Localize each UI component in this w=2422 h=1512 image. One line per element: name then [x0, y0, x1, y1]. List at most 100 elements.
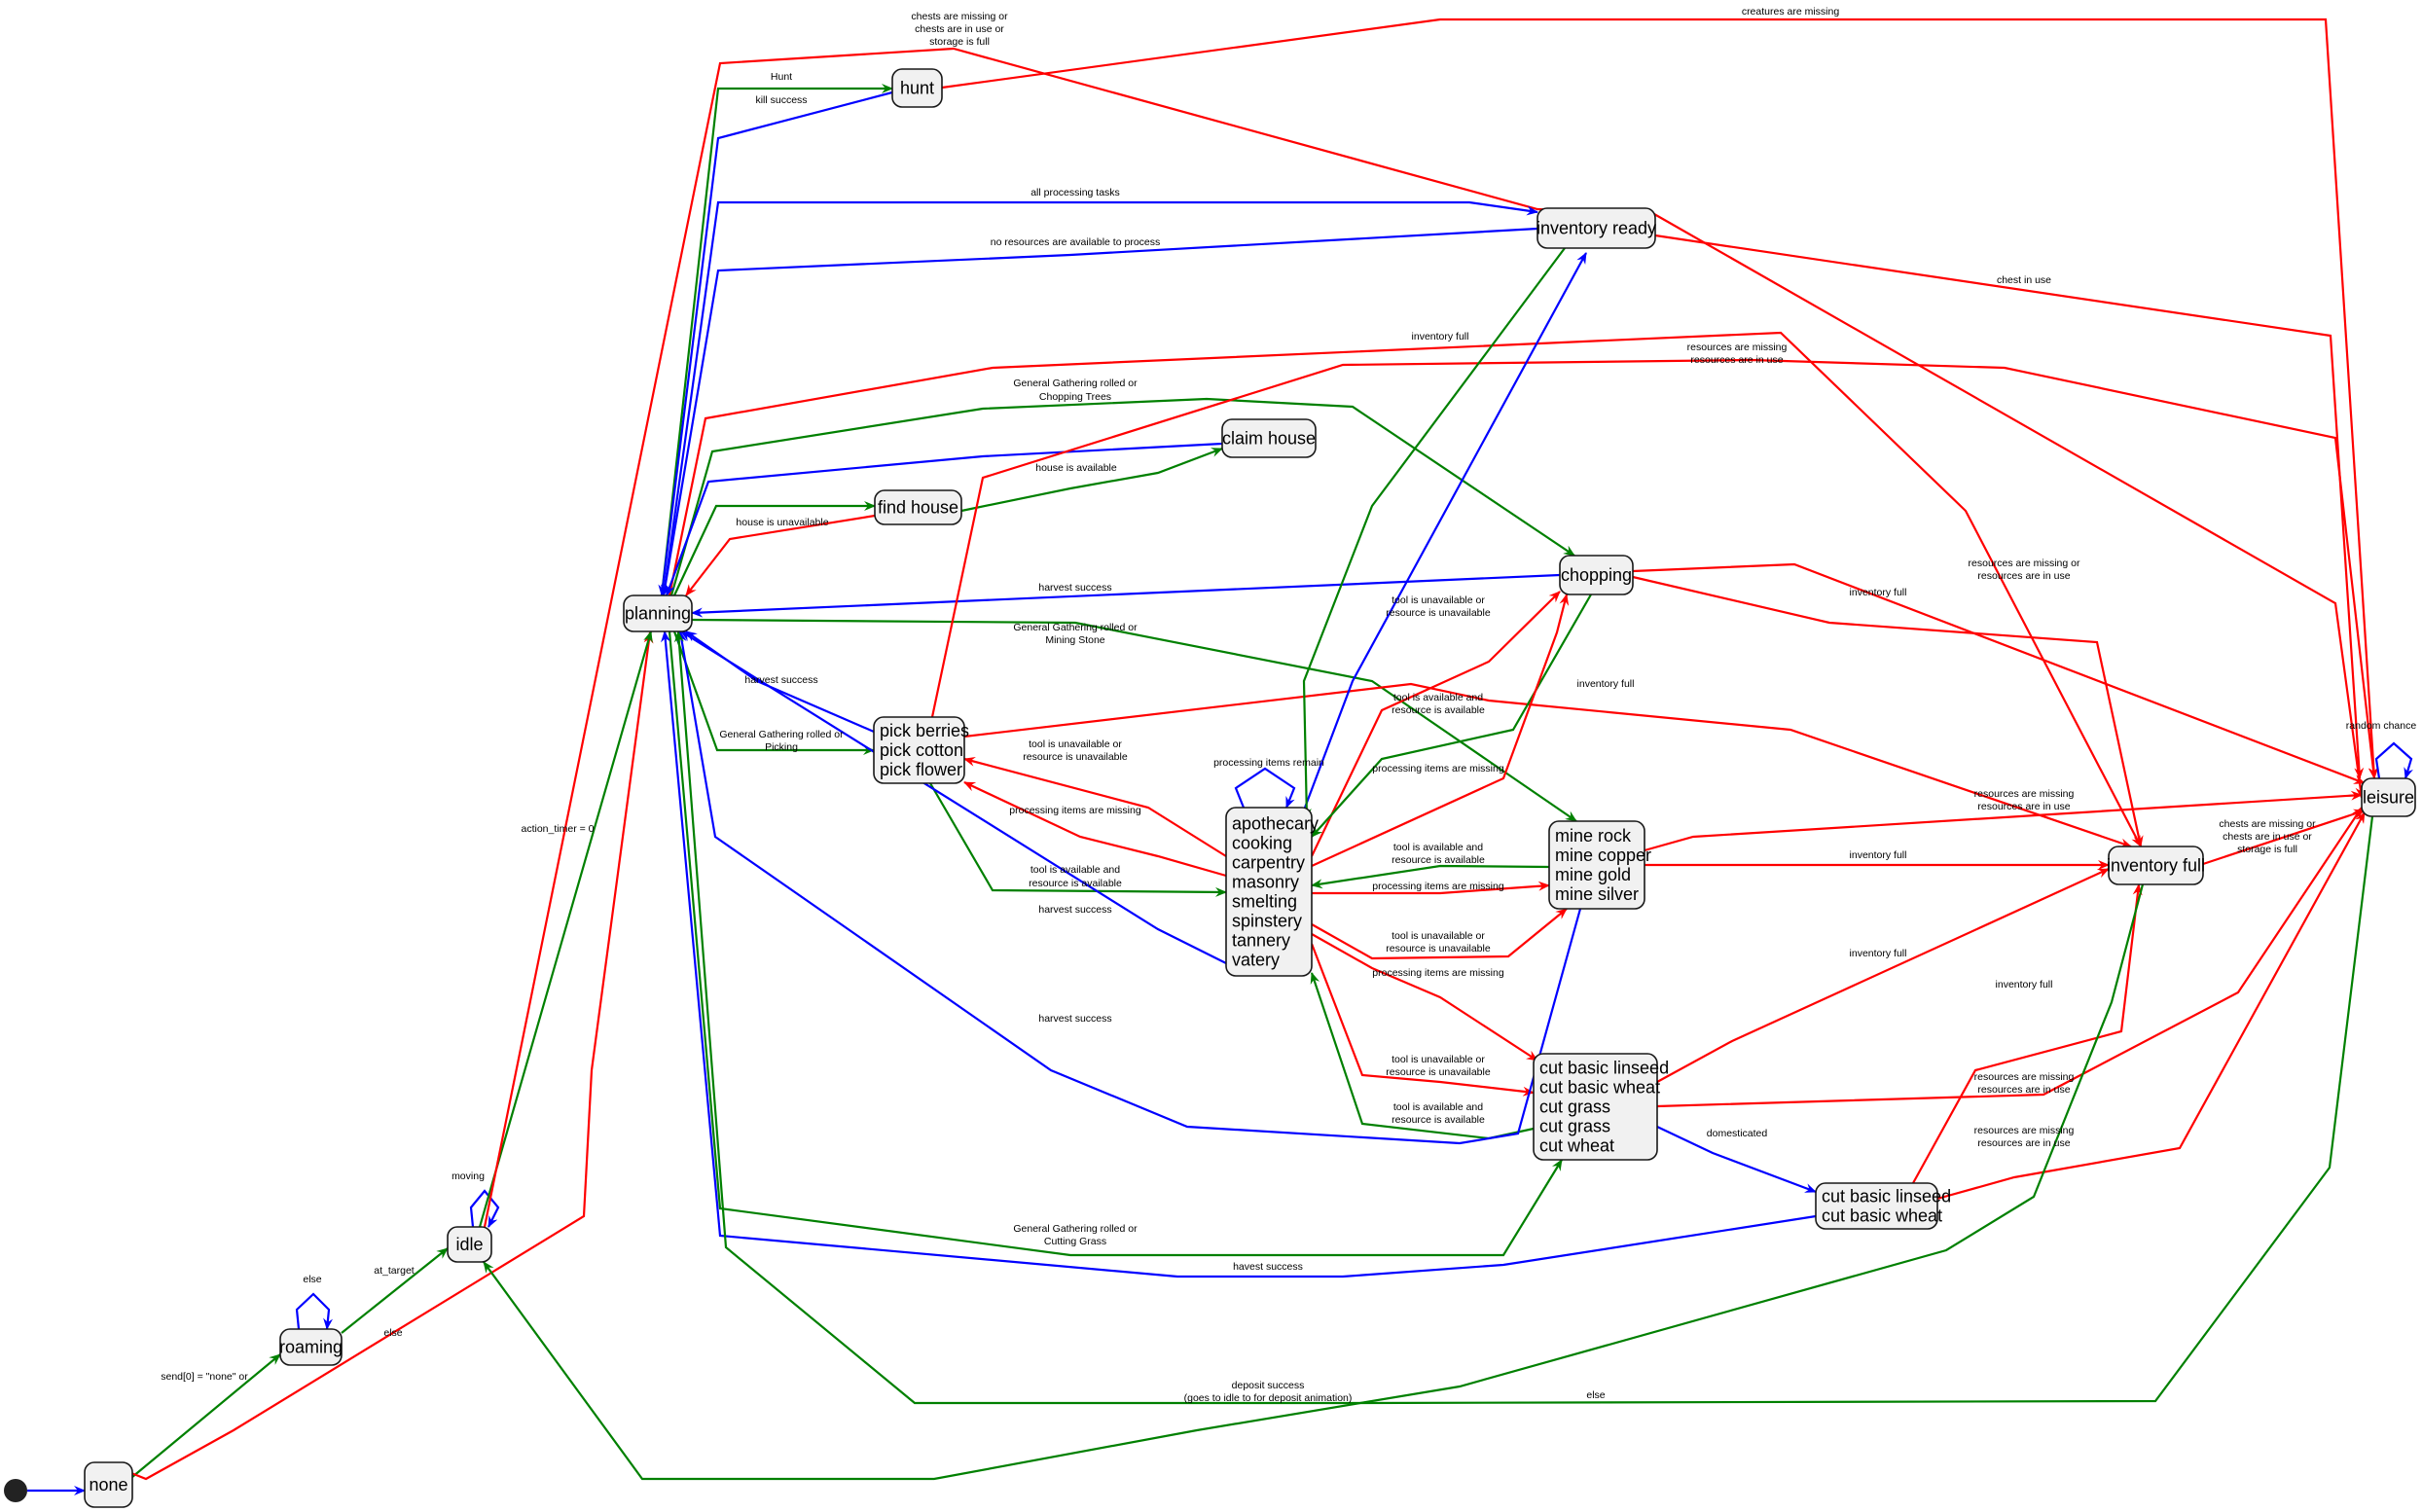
state-label: tannery: [1232, 931, 1290, 951]
transition-chopping-invfull: [1632, 575, 2144, 847]
transition-label: resources are missing: [1974, 1071, 2075, 1083]
transition-label: Cutting Grass: [1044, 1236, 1106, 1247]
transition-label: Picking: [765, 741, 798, 753]
state-box: [1225, 807, 1313, 977]
state-label: apothecary: [1232, 814, 1319, 834]
state-roaming: roaming: [279, 1328, 343, 1366]
state-label: carpentry: [1232, 853, 1305, 873]
transition-label: General Gathering rolled or: [1013, 622, 1138, 633]
transition-process-cut-missing: [1311, 933, 1538, 1062]
transition-cut-invfull: [1656, 867, 2110, 1083]
state-box: [279, 1328, 343, 1366]
transition-none-roaming: [131, 1353, 281, 1478]
state-label: cut grass: [1539, 1098, 1610, 1117]
state-claim-house: claim house: [1221, 418, 1317, 458]
transition-label: creatures are missing: [1742, 6, 1840, 18]
state-box: [84, 1461, 133, 1508]
transition-label: house is available: [1035, 462, 1117, 474]
state-label: none: [89, 1475, 127, 1494]
transition-hunt-planning: [658, 90, 893, 596]
transition-planning-cut: [668, 630, 1563, 1257]
state-box: [447, 1226, 492, 1263]
transition-process-invready: [1303, 252, 1587, 809]
state-label: idle: [455, 1235, 483, 1254]
transition-label: chests are missing or: [911, 11, 1008, 22]
transition-roaming-self: [295, 1292, 334, 1330]
transition-label: send[0] = "none" or: [161, 1371, 248, 1383]
state-box: [1548, 820, 1645, 910]
transition-label: deposit success: [1232, 1380, 1305, 1391]
transition-label: kill success: [755, 94, 807, 106]
transition-idle-leisure: [483, 47, 2366, 1228]
transition-label: resources are in use: [1977, 1137, 2070, 1149]
transition-leisure-planning: [673, 630, 2374, 1405]
transition-label: havest success: [1233, 1261, 1303, 1273]
state-label: hunt: [900, 79, 934, 98]
state-planning: planning: [623, 594, 693, 632]
transition-label: inventory full: [1996, 979, 2053, 990]
transition-claim-planning: [665, 442, 1223, 596]
transition-label: harvest success: [1038, 582, 1111, 594]
transition-label: processing items are missing: [1372, 763, 1504, 774]
transition-label: at_target: [374, 1265, 415, 1277]
transition-process-chopping-missing: [1311, 594, 1570, 868]
transition-label: inventory full: [1850, 587, 1907, 598]
transition-none-planning: [126, 631, 654, 1481]
transition-label: inventory full: [1412, 331, 1469, 342]
transition-idle-self: [469, 1189, 500, 1228]
state-label: spinstery: [1232, 912, 1302, 931]
state-label: leisure: [2363, 788, 2414, 808]
state-label: inventory full: [2107, 856, 2205, 876]
transition-label: resources are missing: [1687, 342, 1788, 353]
transition-mine-process: [1311, 864, 1550, 889]
state-inventory-ready: inventory ready: [1536, 207, 1656, 249]
transition-mine-planning: [676, 630, 1582, 1145]
transition-label: resource is unavailable: [1023, 751, 1128, 763]
transition-label: resources are missing or: [1969, 558, 2080, 569]
transition-planning-find: [673, 501, 876, 596]
transition-label: chests are missing or: [2219, 818, 2316, 830]
transition-process-cut-unavail: [1310, 943, 1535, 1097]
transition-label: tool is unavailable or: [1392, 930, 1485, 942]
state-box: [2361, 777, 2416, 817]
state-find-house: find house: [874, 489, 962, 525]
transition-label: resource is available: [1392, 1114, 1485, 1126]
state-label: roaming: [279, 1338, 343, 1357]
state-label: masonry: [1232, 873, 1299, 892]
state-box: [1221, 418, 1317, 458]
transition-invready-process: [1301, 247, 1566, 820]
state-label: smelting: [1232, 892, 1297, 912]
state-leisure: leisure: [2361, 777, 2416, 817]
transition-label: processing items remain: [1213, 757, 1324, 769]
transition-label: Hunt: [771, 71, 792, 83]
transition-label: resource is available: [1029, 878, 1122, 889]
state-label: chopping: [1561, 565, 1632, 585]
state-label: cut basic wheat: [1822, 1206, 1942, 1226]
state-box: [873, 716, 965, 784]
transition-mine-leisure: [1644, 790, 2363, 852]
transition-pick-process: [929, 782, 1227, 897]
transition-label: resources are in use: [1977, 801, 2070, 812]
state-label: vatery: [1232, 951, 1280, 970]
state-label: inventory ready: [1536, 219, 1656, 238]
transition-planning-hunt: [660, 84, 893, 596]
transition-label: resource is unavailable: [1386, 607, 1491, 619]
transition-pick-leisure: [930, 358, 2378, 779]
transition-cut-leisure: [1656, 807, 2363, 1108]
state-chopping: chopping: [1559, 555, 1634, 595]
transition-label: chests are in use or: [2223, 831, 2312, 843]
transition-hunt-leisure: [941, 18, 2379, 779]
state-label: find house: [878, 498, 958, 518]
transition-planning-mine: [691, 618, 1577, 822]
transition-label: processing items are missing: [1372, 881, 1504, 892]
transition-label: resources are in use: [1690, 354, 1783, 366]
state-inventory-full: inventory full: [2107, 846, 2205, 885]
transition-label: all processing tasks: [1030, 187, 1120, 198]
transition-label: storage is full: [929, 36, 990, 48]
state-hunt: hunt: [891, 68, 943, 108]
transition-label: resources are missing: [1974, 1125, 2075, 1136]
transition-label: no resources are available to process: [991, 236, 1161, 248]
